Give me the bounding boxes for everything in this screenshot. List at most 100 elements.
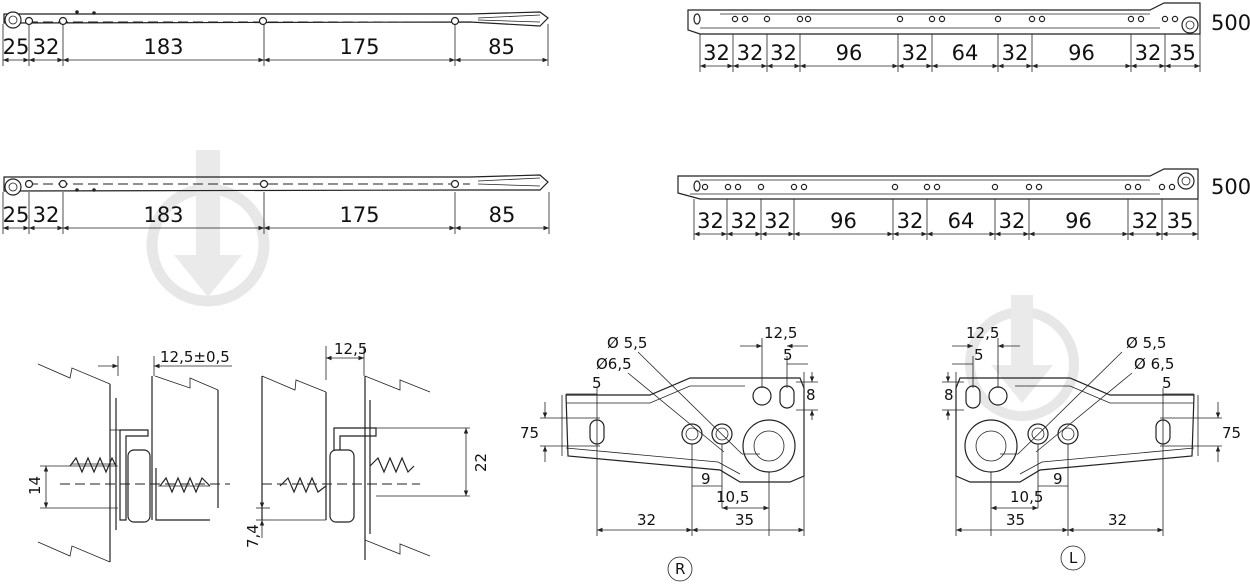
rail-hole: [994, 15, 1002, 23]
rail-hole: [1161, 15, 1169, 23]
rail-hole: [734, 183, 742, 191]
rail-bl-dim-value: 25: [3, 203, 30, 227]
section-b-height-label: 22: [472, 453, 490, 472]
rail-hole: [1168, 183, 1176, 191]
rail-tr-dim-value: 64: [952, 41, 979, 65]
bracket-l-drawing: [942, 338, 1222, 571]
watermark-download-icon-2: [965, 295, 1079, 421]
bracket-r-w125: 12,5: [764, 324, 797, 342]
rail-br-dim-value: 64: [948, 209, 975, 233]
rail-tl-dim-value: 85: [488, 35, 515, 59]
section-a-gap-label: 12,5±0,5: [160, 348, 230, 366]
bracket-l-label: L: [1069, 549, 1078, 567]
rail-br-dim-value: 96: [830, 209, 857, 233]
rail-bl-dim-value: 85: [489, 203, 516, 227]
bracket-l-w35: 35: [1006, 511, 1025, 529]
rail-hole: [938, 15, 946, 23]
rail-hole: [804, 15, 812, 23]
rail-br-dim-value: 32: [999, 209, 1026, 233]
rail-hole: [1124, 183, 1132, 191]
rail-br-dim-value: 32: [764, 209, 791, 233]
rail-hole: [891, 183, 899, 191]
section-b-offset-label: 7,4: [244, 524, 262, 548]
rail-hole: [757, 183, 765, 191]
rail-br-dim-value: 32: [697, 209, 724, 233]
rail-br-dim-value: 96: [1065, 209, 1092, 233]
bracket-r-h105: 10,5: [716, 488, 749, 506]
bracket-l-s5b: 5: [974, 346, 984, 364]
bracket-r-h9: 9: [701, 470, 711, 488]
rail-tr-dim-value: 32: [737, 41, 764, 65]
rail-br-dim-value: 32: [897, 209, 924, 233]
rail-hole: [896, 15, 904, 23]
rail-top-right: [687, 2, 1201, 35]
rail-hole: [923, 183, 931, 191]
bracket-l-w125: 12,5: [966, 324, 999, 342]
rail-hole: [731, 15, 739, 23]
rail-tr-dim-value: 96: [1068, 41, 1095, 65]
bracket-r-h8: 8: [806, 386, 816, 404]
rail-hole: [1171, 15, 1179, 23]
rail-hole: [933, 183, 941, 191]
rail-br-dim-value: 32: [731, 209, 758, 233]
rail-top-left: [3, 10, 549, 29]
rail-bl-dim-value: 175: [339, 203, 379, 227]
rail-hole: [1035, 183, 1043, 191]
rail-length-top: 500: [1211, 11, 1250, 35]
section-a-height-label: 14: [26, 476, 44, 495]
rail-hole: [741, 15, 749, 23]
rail-bl-dim-value: 32: [33, 203, 60, 227]
rail-hole: [790, 183, 798, 191]
rail-hole: [1038, 15, 1046, 23]
rail-tr-dim-value: 32: [703, 41, 730, 65]
rail-tl-dim-value: 32: [33, 35, 60, 59]
section-a-profile: [37, 356, 232, 563]
rail-hole: [701, 183, 709, 191]
rail-hole: [724, 183, 732, 191]
watermark-download-icon: [146, 150, 270, 307]
rail-tr-dim-value: 32: [1135, 41, 1162, 65]
rail-hole: [928, 15, 936, 23]
rail-hole: [1025, 183, 1033, 191]
rail-tl-dim-value: 25: [3, 35, 30, 59]
section-b-gap-label: 12,5: [334, 340, 367, 358]
bracket-r-w32: 32: [637, 511, 656, 529]
rail-hole: [1028, 15, 1036, 23]
rail-hole: [1158, 183, 1166, 191]
rail-hole: [1127, 15, 1135, 23]
rail-hole: [1134, 183, 1142, 191]
rail-hole: [796, 15, 804, 23]
bracket-r-drawing: [540, 338, 818, 582]
bracket-r-h75: 75: [520, 424, 539, 442]
rail-tr-dim-value: 32: [1002, 41, 1029, 65]
bracket-l-d65: Ø 6,5: [1134, 355, 1174, 373]
rail-tl-dim-value: 183: [143, 35, 183, 59]
rail-hole: [763, 15, 771, 23]
bracket-l-s5a: 5: [1162, 374, 1172, 392]
section-b-profile: [256, 346, 470, 560]
rail-hole: [800, 183, 808, 191]
rail-tr-dim-value: 96: [836, 41, 863, 65]
rail-tr-dim-value: 32: [902, 41, 929, 65]
bracket-l-h8: 8: [944, 386, 954, 404]
rail-bottom-left: [3, 174, 549, 196]
bracket-r-s5b: 5: [783, 346, 793, 364]
bracket-l-w32: 32: [1108, 511, 1127, 529]
bracket-r-s5a: 5: [592, 374, 602, 392]
bracket-r-d65: Ø6,5: [596, 355, 632, 373]
rail-hole: [1137, 15, 1145, 23]
bracket-r-w35: 35: [735, 511, 754, 529]
bracket-r-label: R: [675, 560, 685, 578]
rail-tr-dim-value: 35: [1169, 41, 1196, 65]
rail-length-bottom: 500: [1211, 175, 1250, 199]
bracket-l-h105: 10,5: [1010, 488, 1043, 506]
rail-br-dim-value: 32: [1132, 209, 1159, 233]
bracket-l-h9: 9: [1053, 470, 1063, 488]
rail-hole: [991, 183, 999, 191]
rail-tl-dim-value: 175: [339, 35, 379, 59]
rail-br-dim-value: 35: [1167, 209, 1194, 233]
rail-bl-dim-value: 183: [143, 203, 183, 227]
